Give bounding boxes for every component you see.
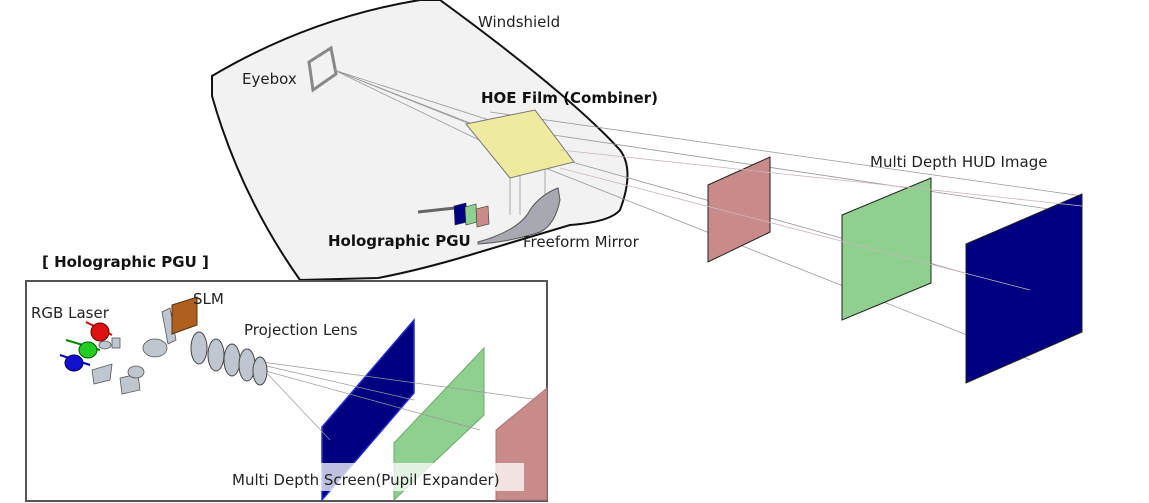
slm-panel xyxy=(171,296,198,335)
label-freeform-mirror: Freeform Mirror xyxy=(523,233,640,251)
label-multi-depth-hud-image: Multi Depth HUD Image xyxy=(870,153,1047,171)
pgu-optics xyxy=(91,307,177,395)
inset-rays xyxy=(261,361,541,441)
pgu-in-car xyxy=(417,202,490,228)
windshield-glass xyxy=(211,0,629,282)
label-rgb-laser: RGB Laser xyxy=(31,304,110,322)
hud-image-red-plane xyxy=(707,156,771,263)
label-pgu-section-title: [ Holographic PGU ] xyxy=(42,253,209,271)
rgb-laser xyxy=(59,321,113,372)
label-windshield: Windshield xyxy=(478,13,560,31)
label-projection-lens: Projection Lens xyxy=(244,321,358,339)
label-slm: SLM xyxy=(193,290,224,308)
label-eyebox: Eyebox xyxy=(242,70,297,88)
hoe-film-combiner xyxy=(465,109,575,179)
projection-lens xyxy=(190,331,268,386)
eyebox-frame xyxy=(307,45,338,93)
far-rays xyxy=(559,149,1083,291)
freeform-mirror xyxy=(477,187,561,245)
label-multi-depth-screen-bg xyxy=(228,463,524,491)
label-hoe-film: HOE Film (Combiner) xyxy=(481,89,658,107)
hud-image-green-plane xyxy=(841,177,932,321)
label-holographic-pgu: Holographic PGU xyxy=(328,232,471,250)
label-multi-depth-screen: Multi Depth Screen(Pupil Expander) xyxy=(232,471,500,489)
